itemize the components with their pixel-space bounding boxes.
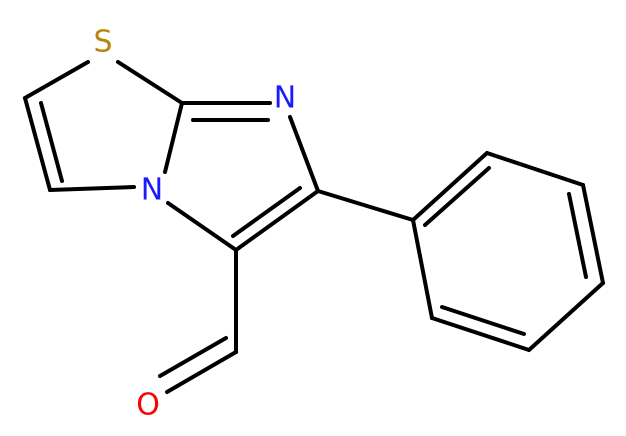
bond-c-o-outer — [165, 350, 238, 394]
atom-sulfur-label: S — [93, 25, 112, 60]
bond-c-c-double-inner — [39, 101, 64, 183]
bond-ph-6 — [411, 218, 434, 320]
bond-c-c-double-outer-2 — [234, 189, 320, 252]
bond-c-n1 — [48, 185, 136, 192]
bond-ph-2 — [485, 151, 585, 187]
bond-ph-5-inner — [440, 305, 526, 336]
atom-oxygen-label: O — [136, 388, 160, 423]
atom-labels: S N N O — [93, 25, 296, 423]
bond-c-c-double-inner-2 — [231, 186, 302, 238]
bond-n1-cbridge — [163, 101, 184, 174]
bond-s-cbridge — [116, 60, 184, 105]
bond-c-n1-b — [166, 201, 238, 252]
bonds — [23, 60, 605, 394]
bond-s-c — [23, 60, 90, 100]
bond-ph-3-inner — [567, 192, 588, 279]
atom-nitrogen-label: N — [274, 81, 296, 116]
bond-c-o-inner — [158, 336, 228, 378]
bond-c-phenyl — [316, 189, 415, 222]
bond-n2-c — [288, 115, 320, 193]
bond-ph-1-inner — [423, 166, 491, 227]
bond-c-c-double-outer — [23, 96, 52, 192]
bond-ph-4 — [527, 281, 605, 352]
bond-ph-3 — [581, 183, 605, 285]
bond-ph-5 — [430, 316, 531, 352]
atom-nitrogen-bridge-label: N — [141, 173, 163, 208]
bond-ph-1 — [411, 151, 489, 222]
